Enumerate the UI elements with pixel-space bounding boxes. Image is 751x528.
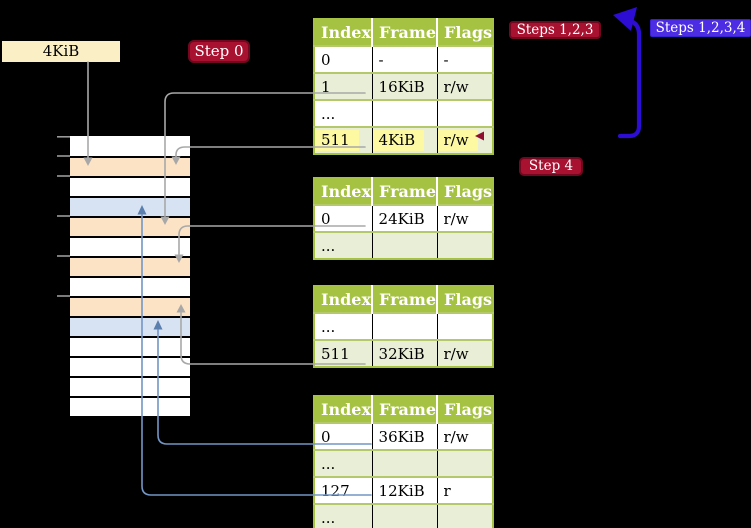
column-header-flags: Flags [437,286,494,313]
column-header-frame: Frame [372,396,439,423]
memory-frame-row-6 [70,256,190,276]
memory-frame-row-12 [70,376,190,396]
page-table-cell: ... [314,100,373,127]
page-table-cell [372,450,438,477]
memory-frame-row-4 [70,216,190,236]
column-header-flags: Flags [437,19,494,46]
page-table-cell: 1 [314,73,373,100]
page-table-cell: ... [314,450,373,477]
column-header-frame: Frame [372,178,439,205]
memory-frame-row-10 [70,336,190,356]
page-table-cell: r/w [443,77,469,96]
column-header-index: Index [314,286,374,313]
steps1234-badge: Steps 1,2,3,4 [650,19,751,37]
page-table-cell [372,100,438,127]
page-table-cell: 12KiB [372,477,438,504]
page-table-cell: r [443,481,451,500]
page-table-cell [437,504,493,528]
page-table-cell [437,313,493,340]
memory-frame-row-2 [70,176,190,196]
frame-size-label: 4KiB [2,41,120,62]
memory-frame-row-9 [70,316,190,336]
memory-frame-row-11 [70,356,190,376]
page-table-cell: - [443,50,449,69]
page-table-cell [372,504,438,528]
memory-frame-row-0 [70,136,190,156]
column-header-index: Index [314,178,374,205]
highlighted-value: 4KiB [372,130,425,151]
page-table-cell: r/w [443,209,469,228]
page-table-cell: 4KiB [372,127,438,154]
page-table-cell [437,100,493,127]
steps-loop-arrow [613,7,642,139]
highlighted-value: r/w [437,130,478,151]
page-table-cell: ... [314,504,373,528]
page-table-cell [372,232,438,259]
step4-badge: Step 4 [519,157,583,176]
column-header-index: Index [314,396,374,423]
page-table-cell: 511 [314,127,373,154]
page-table-entry: ... [314,313,494,340]
page-table-cell: r/w [437,127,493,154]
column-header-flags: Flags [437,178,494,205]
page-table-cell: 32KiB [372,340,438,367]
page-table-entry: ... [314,100,494,127]
column-header-frame: Frame [372,286,439,313]
page-table-cell: 127 [314,477,373,504]
page-table-cell: 0 [314,46,373,73]
page-table-cell: 24KiB [372,205,438,232]
page-table-cell: r/w [443,427,469,446]
page-table-entry: 0-- [314,46,494,73]
page-table-cell: 16KiB [372,73,438,100]
page-table-entry: ... [314,504,494,528]
steps123-badge: Steps 1,2,3 [509,21,601,39]
memory-frame-row-1 [70,156,190,176]
page-table-entry: ... [314,232,494,259]
memory-frame-row-8 [70,296,190,316]
column-header-flags: Flags [437,396,494,423]
memory-frame-row-7 [70,276,190,296]
page-table-cell [437,450,493,477]
memory-frame-row-3 [70,196,190,216]
steps-loop-arrowhead [613,7,637,31]
page-table-cell: - [372,46,438,73]
page-table-cell: ... [314,232,373,259]
memory-frame-row-13 [70,396,190,416]
page-table-entry: 511 4KiB r/w [314,127,494,154]
page-table-cell: 0 [314,205,373,232]
column-header-frame: Frame [372,19,439,46]
highlighted-value: 511 [315,130,359,151]
memory-tick-marks [57,136,70,297]
page-table-entry: ... [314,450,494,477]
page-table-cell [437,232,493,259]
page-table-cell [372,313,438,340]
page-table-cell: r/w [443,344,469,363]
page-table-cell: ... [314,313,373,340]
step0-badge: Step 0 [188,40,250,63]
page-table-cell: 36KiB [372,423,438,450]
column-header-index: Index [314,19,374,46]
page-table-cell: 511 [314,340,373,367]
page-table-cell: 0 [314,423,373,450]
memory-frame-row-5 [70,236,190,256]
physical-memory-column [70,136,190,416]
